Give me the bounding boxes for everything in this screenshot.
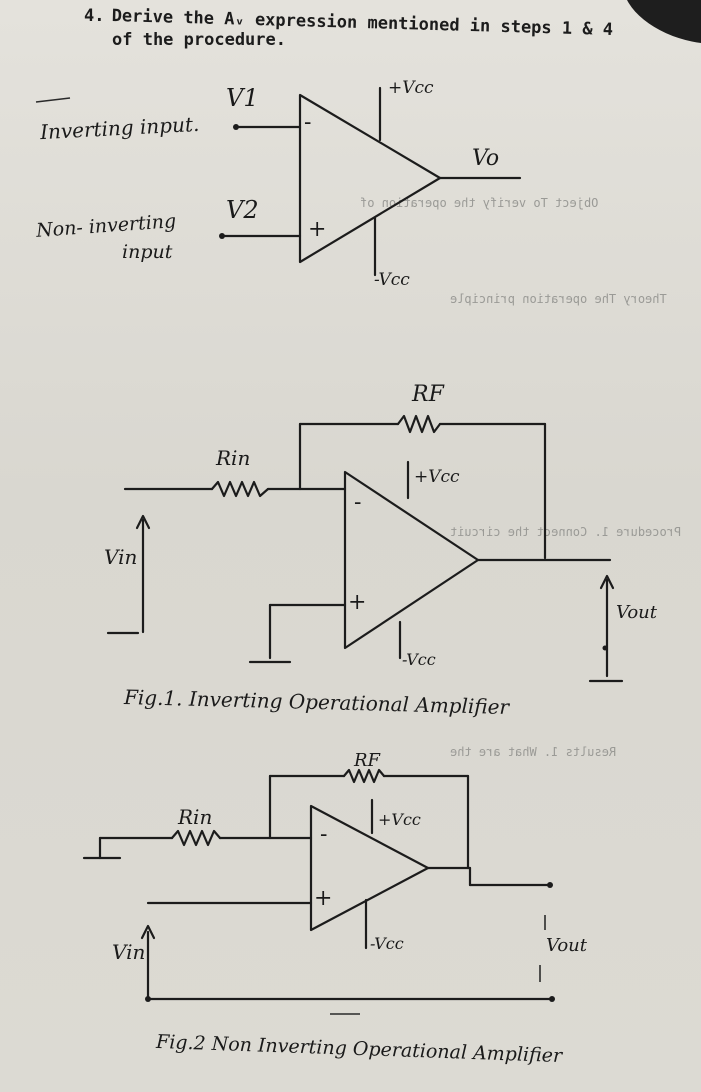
fig1-label-minus: - xyxy=(354,490,362,515)
fig1-circuit xyxy=(106,414,624,683)
label-vcc-negative: -Vcc xyxy=(374,270,410,290)
fig2-label-plus: + xyxy=(314,886,333,911)
fig2-label-vcc-positive: +Vcc xyxy=(378,810,421,829)
fig1-label-plus: + xyxy=(348,590,367,615)
basic-opamp-symbol xyxy=(35,86,522,277)
label-vcc-positive: +Vcc xyxy=(388,78,434,98)
fig2-label-vin: Vin xyxy=(112,940,146,964)
fig1-label-vout: Vout xyxy=(616,602,658,623)
label-vo: Vo xyxy=(472,146,500,171)
fig2-label-rf: RF xyxy=(354,750,381,771)
fig2-circuit xyxy=(82,768,555,1015)
noninverting-terminal xyxy=(219,233,225,239)
label-plus: + xyxy=(308,217,327,242)
label-v2: V2 xyxy=(226,196,259,224)
label-minus: - xyxy=(304,110,312,135)
fig1-label-vcc-negative: -Vcc xyxy=(402,650,436,669)
fig1-label-vin: Vin xyxy=(104,545,138,569)
fig1-label-vcc-positive: +Vcc xyxy=(414,467,460,487)
item-number: 4. xyxy=(84,6,105,26)
fig2-label-minus: - xyxy=(320,822,328,847)
instruction-line-2: of the procedure. xyxy=(112,30,286,50)
fig1-label-rf: RF xyxy=(412,382,444,407)
fig2-label-vcc-negative: -Vcc xyxy=(370,934,404,953)
label-v1: V1 xyxy=(226,84,259,112)
fig2-label-rin: Rin xyxy=(178,805,213,829)
label-noninverting-input-2: input xyxy=(122,241,173,263)
fig2-label-vout: Vout xyxy=(546,935,588,956)
inverting-terminal xyxy=(233,124,239,130)
fig1-label-rin: Rin xyxy=(216,446,251,470)
